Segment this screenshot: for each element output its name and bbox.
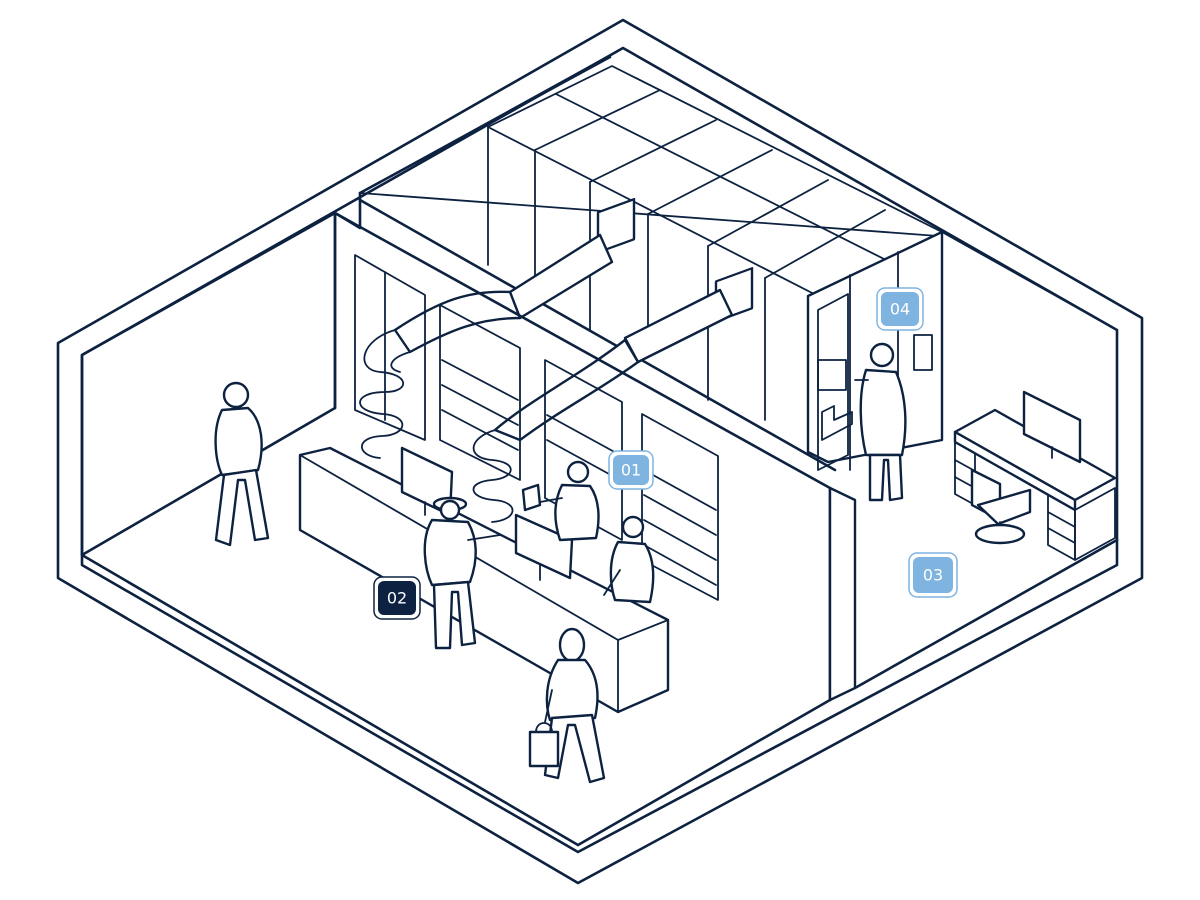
office-chair-icon xyxy=(970,468,1032,545)
marker-02-label: 02 xyxy=(387,589,407,608)
partition-wall xyxy=(828,486,1119,702)
marker-03-label: 03 xyxy=(923,566,943,585)
person-icon-clerk-1 xyxy=(521,460,600,542)
person-icon-clerk-2 xyxy=(603,515,655,604)
office-desk xyxy=(953,408,1117,561)
marker-03[interactable]: 03 xyxy=(908,552,958,598)
conveyor-tube-icon xyxy=(359,197,754,523)
person-icon-operator xyxy=(854,342,907,502)
storage-rack-icon xyxy=(354,254,719,601)
marker-02[interactable]: 02 xyxy=(373,576,421,620)
shopping-bag-icon xyxy=(528,722,560,768)
marker-04[interactable]: 04 xyxy=(876,287,924,331)
person-icon-shopper xyxy=(543,627,606,784)
person-icon-left xyxy=(214,381,270,547)
marker-01-label: 01 xyxy=(621,461,641,480)
marker-04-label: 04 xyxy=(890,300,910,319)
person-icon-customer-hat xyxy=(423,496,501,650)
marker-01[interactable]: 01 xyxy=(608,450,654,490)
storage-room xyxy=(358,47,1118,472)
computer-monitor-icon-office xyxy=(1022,390,1082,464)
